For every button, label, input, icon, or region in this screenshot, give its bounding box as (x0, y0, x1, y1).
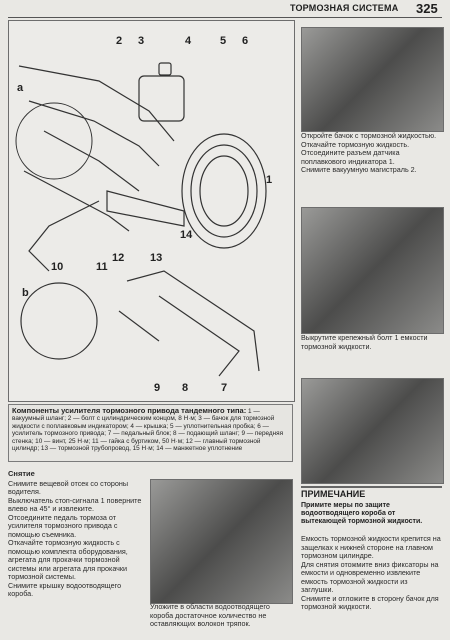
removal-heading: Снятие (8, 469, 35, 478)
diagram-caption: Компоненты усилителя тормозного привода … (8, 404, 293, 462)
note-bold-text: Примите меры по защите водоотводящего ко… (301, 502, 423, 525)
note-p2: Для снятия отожмите вниз фиксаторы на ем… (301, 559, 439, 594)
diagram-caption-title: Компоненты усилителя тормозного привода … (12, 406, 247, 415)
page-number: 325 (416, 1, 438, 16)
label-11: 11 (96, 261, 108, 273)
label-9: 9 (154, 382, 160, 394)
photo-brake-fluid-reservoir (301, 27, 444, 132)
note-body: Емкость тормозной жидкости крепится на з… (301, 534, 442, 612)
diagram-caption-body: 1 — вакуумный шланг; 2 — болт с цилиндри… (12, 408, 284, 453)
section-title: ТОРМОЗНАЯ СИСТЕМА (290, 3, 399, 13)
right-column-text-1: Откройте бачок с тормозной жидкостью. От… (301, 131, 442, 175)
photo-water-drain-box (150, 479, 293, 604)
removal-p3: Отсоедините педаль тормоза от усилителя … (8, 512, 118, 539)
photo-master-cylinder (301, 378, 444, 484)
note-p3: Снимите и отложите в сторону бачок для т… (301, 593, 439, 611)
diagram-drawing: 2 3 4 5 6 a b 9 8 7 10 11 12 13 14 1 (15, 35, 272, 394)
removal-p5: Снимите крышку водоотводящего короба. (8, 580, 122, 598)
label-b: b (22, 287, 29, 299)
label-4: 4 (185, 35, 192, 47)
note-p1: Емкость тормозной жидкости крепится на з… (301, 534, 441, 560)
removal-p1: Снимите вещевой отсек со стороны водител… (8, 478, 129, 496)
label-1: 1 (266, 174, 272, 186)
label-12: 12 (112, 252, 124, 264)
header-rule (8, 17, 442, 18)
label-6: 6 (242, 35, 248, 47)
right-column-text-2: Выкрутите крепежный болт 1 емкости тормо… (301, 333, 442, 351)
page-header: ТОРМОЗНАЯ СИСТЕМА 325 (0, 0, 450, 18)
photo4-caption: Уложите в области водоотводящего короба … (150, 602, 270, 628)
label-2: 2 (116, 35, 122, 47)
note-title: ПРИМЕЧАНИЕ (301, 486, 442, 499)
brake-booster-diagram: 2 3 4 5 6 a b 9 8 7 10 11 12 13 14 1 (8, 20, 295, 402)
label-a: a (17, 82, 24, 94)
photo-reservoir-mount (301, 207, 444, 334)
right-p1: Откройте бачок с тормозной жидкостью. (301, 131, 437, 140)
label-8: 8 (182, 382, 188, 394)
label-13: 13 (150, 252, 162, 264)
removal-section: Снятие Снимите вещевой отсек со стороны … (8, 469, 148, 599)
right-p4: Снимите вакуумную магистраль 2. (301, 165, 417, 174)
label-3: 3 (138, 35, 144, 47)
label-7: 7 (221, 382, 227, 394)
label-14: 14 (180, 229, 193, 241)
removal-p4: Откачайте тормозную жидкость с помощью к… (8, 538, 128, 581)
removal-p2: Выключатель стоп-сигнала 1 поверните вле… (8, 495, 142, 513)
label-5: 5 (220, 35, 226, 47)
right-p3: Отсоедините разъем датчика поплавкового … (301, 148, 400, 166)
right-p2: Откачайте тормозную жидкость. (301, 139, 410, 149)
label-10: 10 (51, 261, 63, 273)
right-p5: Выкрутите крепежный болт 1 емкости тормо… (301, 333, 428, 351)
